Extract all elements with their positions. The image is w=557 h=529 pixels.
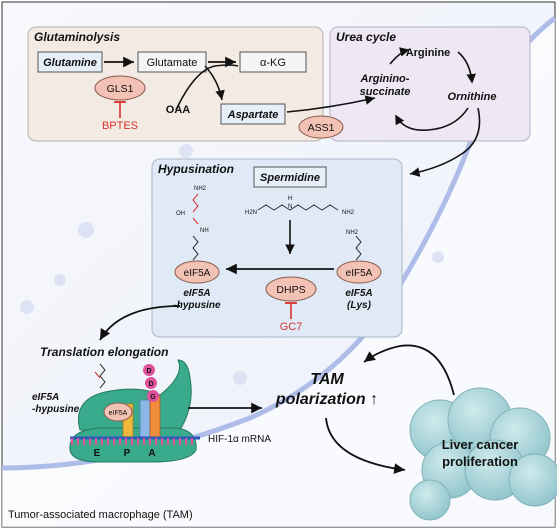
- glutaminolysis-title: Glutaminolysis: [34, 30, 120, 44]
- right-caption-line1: eIF5A: [345, 288, 372, 299]
- tam-label-line1: TAM: [310, 371, 344, 388]
- amino-acid-d1-label: D: [146, 368, 151, 375]
- dhps-label: DHPS: [276, 284, 305, 296]
- oaa-to-aspartate-arrow: [204, 65, 225, 101]
- eif5a-left-label: eIF5A: [184, 268, 211, 279]
- ribosome-hypusine-chain: [99, 363, 106, 389]
- site-a-label: A: [148, 448, 155, 459]
- mrna-label: HIF-1α mRNA: [208, 434, 271, 445]
- spermidine-nh-h: H: [288, 196, 292, 202]
- aspartate-box: [220, 103, 286, 125]
- ornithine-to-spermidine-arrow: [409, 107, 481, 177]
- spermidine-box: [253, 166, 327, 188]
- urea-cycle-panel: [329, 26, 531, 142]
- bptes-label: BPTES: [102, 120, 138, 132]
- ribosome-hypusine-red: [94, 371, 101, 379]
- argininosuccinate-label-line1: Arginino-: [360, 73, 410, 85]
- argininosuccinate-label-line2: succinate: [360, 86, 411, 98]
- spermidine-label: Spermidine: [260, 172, 320, 184]
- tam-to-liver-arrow: [325, 417, 406, 474]
- gls1-enzyme: [94, 75, 146, 101]
- hypusine-oh: OH: [176, 211, 185, 217]
- gc7-label: GC7: [280, 321, 303, 333]
- arginine-to-ornithine-arrow: [457, 51, 476, 84]
- oaa-loop-in: [175, 64, 239, 111]
- aspartate-to-argsucc-arrow: [286, 95, 376, 113]
- translation-caption-line1: eIF5A: [32, 392, 59, 403]
- spermidine-h2n: H2N: [245, 210, 257, 216]
- gls1-label: GLS1: [107, 83, 134, 95]
- eif5a-hypusine-protein: [174, 260, 220, 284]
- translation-caption-line2: -hypusine: [32, 404, 80, 415]
- arginine-label: Arginine: [406, 47, 451, 59]
- liver-label-line2: proliferation: [442, 454, 518, 469]
- glutamate-box: [137, 51, 207, 73]
- mrna-strand: [70, 436, 200, 445]
- ribosome-eif5a-label: eIF5A: [109, 410, 128, 417]
- amino-acid-g: [147, 390, 159, 402]
- outside-region: [2, 20, 555, 527]
- amino-acid-d2-label: D: [148, 381, 153, 388]
- glutamine-box: [37, 51, 103, 73]
- site-e-label: E: [94, 448, 101, 459]
- site-p-label: P: [124, 448, 131, 459]
- eif5a-right-label: eIF5A: [346, 268, 373, 279]
- translation-title: Translation elongation: [40, 345, 168, 359]
- oaa-label: OAA: [166, 104, 191, 116]
- ribosome-eif5a-protein: [103, 402, 133, 422]
- liver-cancer-cells: [409, 387, 557, 521]
- aspartate-label: Aspartate: [227, 109, 279, 121]
- eif5a-lys-protein: [336, 260, 382, 284]
- footer-label: Tumor-associated macrophage (TAM): [8, 509, 193, 521]
- dhps-enzyme: [265, 276, 317, 302]
- amino-acid-d1: [143, 364, 155, 376]
- hypusine-chain: [192, 193, 199, 261]
- amino-acid-g-label: G: [150, 394, 156, 401]
- spermidine-nh-n: N: [288, 204, 292, 210]
- ass1-label: ASS1: [308, 122, 335, 134]
- hypusine-to-translation-arrow: [99, 305, 181, 341]
- liver-label-line1: Liver cancer: [442, 437, 519, 452]
- ass1-enzyme: [298, 115, 344, 139]
- left-caption-line1: eIF5A: [183, 288, 210, 299]
- akg-label: α-KG: [260, 57, 286, 69]
- hypusine-nh2: NH2: [194, 186, 207, 192]
- akg-box: [239, 51, 307, 73]
- hypusination-title: Hypusination: [158, 162, 234, 176]
- hypusine-nh: NH: [200, 228, 209, 234]
- ornithine-to-argsucc-arrow: [395, 107, 469, 132]
- amino-acid-d2: [145, 377, 157, 389]
- urea-cycle-title: Urea cycle: [336, 30, 396, 44]
- lysine-chain: [355, 235, 362, 261]
- hypusination-panel: [151, 158, 403, 338]
- ornithine-label: Ornithine: [448, 91, 497, 103]
- liver-to-tam-arrow: [363, 344, 455, 396]
- spermidine-nh2: NH2: [342, 210, 355, 216]
- left-caption-line2: -hypusine: [173, 300, 221, 311]
- right-caption-line2: (Lys): [347, 300, 372, 311]
- tam-label-line2: polarization ↑: [275, 391, 378, 408]
- spermidine-structure: [257, 204, 339, 211]
- glutamate-label: Glutamate: [147, 57, 198, 69]
- lysine-nh2: NH2: [346, 230, 359, 236]
- argsucc-to-arginine-arrow: [389, 47, 410, 65]
- glutamine-label: Glutamine: [43, 57, 97, 69]
